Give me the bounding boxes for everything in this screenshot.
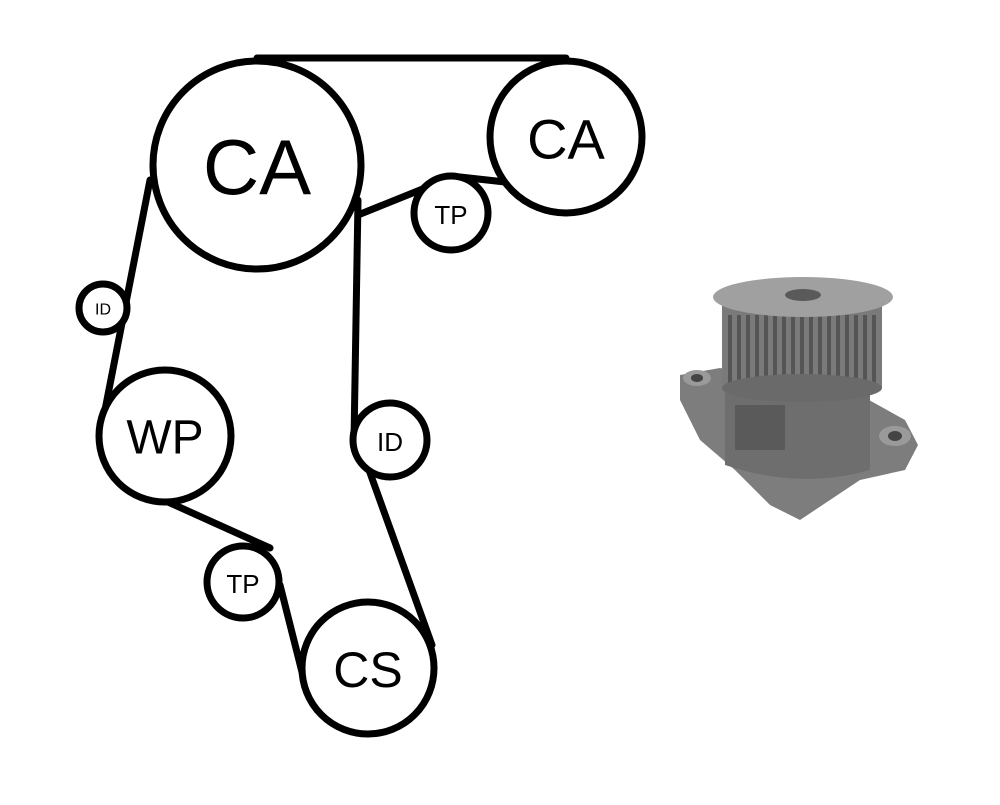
pulley-label: ID <box>377 427 403 457</box>
pulley-tooth <box>854 315 858 383</box>
belt <box>100 54 570 684</box>
pulley-label: CA <box>527 108 605 171</box>
pulley-water-pump: WP <box>95 366 235 506</box>
pulley-tooth <box>800 315 804 383</box>
pulley-circle <box>486 57 646 217</box>
pulley-circle <box>349 399 431 481</box>
pulley-circle <box>95 366 235 506</box>
pulley-tooth <box>845 315 849 383</box>
pulley-circle <box>75 280 131 336</box>
pulley-idler-left: ID <box>75 280 131 336</box>
pulley-circle <box>203 542 283 622</box>
pulley-crankshaft: CS <box>298 598 438 738</box>
pulley-tooth <box>773 315 777 383</box>
pulley-camshaft-small: CA <box>486 57 646 217</box>
pulley-camshaft-large: CA <box>149 57 365 273</box>
pulley-tooth <box>728 315 732 383</box>
pulley-tooth <box>746 315 750 383</box>
pulley-tooth <box>755 315 759 383</box>
pulley-circle <box>298 598 438 738</box>
pulley-tooth <box>863 315 867 383</box>
pulley-tensioner-top: TP <box>410 172 492 254</box>
pulley-label: CS <box>333 642 402 698</box>
water-pump-image <box>680 277 918 520</box>
pulley-idler-right: ID <box>349 399 431 481</box>
pulley-label: TP <box>434 200 467 230</box>
pulley-circle <box>410 172 492 254</box>
pulley-circle <box>149 57 365 273</box>
pulley-tooth <box>809 315 813 383</box>
pulley-tooth <box>764 315 768 383</box>
pulley-tooth <box>782 315 786 383</box>
pulley-label: WP <box>126 412 203 465</box>
pulley-label: ID <box>95 302 111 319</box>
pulley-tooth <box>818 315 822 383</box>
pulley-tooth <box>791 315 795 383</box>
pulley-tooth <box>836 315 840 383</box>
pulley-tooth <box>827 315 831 383</box>
pulley-tooth <box>872 315 876 383</box>
pulley-tensioner-bottom: TP <box>203 542 283 622</box>
pulley-tooth <box>737 315 741 383</box>
pulley-label: TP <box>226 569 259 599</box>
pulley-label: CA <box>203 123 311 211</box>
